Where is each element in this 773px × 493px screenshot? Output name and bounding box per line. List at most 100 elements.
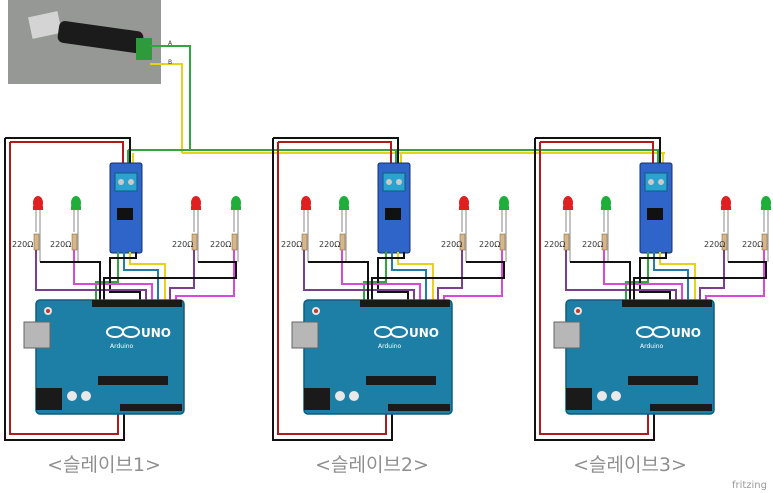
led-base	[601, 206, 611, 210]
slave-2-caption: <슬레이브2>	[315, 454, 429, 476]
arduino-infinity-logo	[122, 326, 140, 338]
led-base	[191, 206, 201, 210]
led-base	[231, 206, 241, 210]
led-base	[721, 206, 731, 210]
resistor-label: 220Ω	[479, 240, 501, 249]
led-signal-wire	[699, 250, 725, 302]
led-base	[761, 206, 771, 210]
capacitor	[597, 391, 607, 401]
usb-pin-b-label: B	[168, 59, 173, 66]
resistor	[499, 233, 506, 251]
module-ground-wire	[377, 252, 409, 302]
power-loop-wire	[539, 142, 649, 435]
ground-top-wire	[5, 137, 131, 165]
resistor-label: 220Ω	[544, 240, 566, 249]
arduino-brand-text: Arduino	[640, 343, 664, 350]
led-ground-wire	[40, 261, 101, 302]
led-base	[499, 206, 509, 210]
module-signal-wire	[653, 252, 689, 302]
resistor-label: 220Ω	[582, 240, 604, 249]
slave-3-caption: <슬레이브3>	[573, 454, 687, 476]
led-base	[301, 206, 311, 210]
terminal-screw	[386, 179, 392, 185]
ground-loop-wire	[272, 138, 393, 441]
bus-b-wire	[150, 63, 183, 153]
led-ground-wire	[308, 261, 369, 302]
resistor	[301, 233, 308, 251]
arduino-infinity-logo	[652, 326, 670, 338]
resistor-label: 220Ω	[281, 240, 303, 249]
led-base	[71, 206, 81, 210]
power-jack	[304, 388, 330, 410]
usb-terminal-block	[136, 38, 152, 60]
led-ground-wire	[633, 261, 767, 302]
arduino-brand-text: Arduino	[378, 343, 402, 350]
analog-header	[120, 404, 182, 411]
capacitor	[67, 391, 77, 401]
led-base	[339, 206, 349, 210]
led-signal-wire	[73, 250, 153, 302]
power-top-wire	[10, 141, 124, 165]
ground-top-wire	[535, 137, 661, 165]
resistor	[339, 233, 346, 251]
ground-loop-wire	[4, 138, 125, 441]
reset-button-cap	[46, 309, 50, 313]
usb-pin-a-label: A	[168, 40, 173, 47]
led-base	[33, 206, 43, 210]
usb-plug	[28, 11, 62, 39]
resistor-label: 220Ω	[50, 240, 72, 249]
analog-header	[388, 404, 450, 411]
power-top-wire	[540, 141, 654, 165]
atmega-chip	[366, 376, 436, 385]
rs485-terminal	[114, 172, 138, 192]
rs485-terminal	[644, 172, 668, 192]
power-loop-wire	[9, 142, 119, 435]
module-signal-wire	[95, 252, 119, 302]
rs485-chip	[385, 208, 401, 220]
usb-b-port	[291, 321, 319, 349]
bus-a-wire	[150, 45, 191, 150]
reset-button-cap	[314, 309, 318, 313]
module-signal-wire	[123, 252, 159, 302]
led-signal-wire	[175, 250, 235, 302]
led-signal-wire	[705, 250, 765, 302]
led-signal-wire	[565, 250, 677, 302]
capacitor	[81, 391, 91, 401]
module-signal-wire	[391, 252, 427, 302]
power-jack	[36, 388, 62, 410]
led-signal-wire	[443, 250, 503, 302]
uno-logo-text: UNO	[141, 326, 171, 340]
led-ground-wire	[103, 261, 237, 302]
uno-logo-text: UNO	[671, 326, 701, 340]
power-top-wire	[278, 141, 392, 165]
capacitor	[611, 391, 621, 401]
digital-header	[92, 300, 182, 307]
resistor	[231, 233, 238, 251]
led-ground-wire	[570, 261, 631, 302]
led-signal-wire	[35, 250, 147, 302]
led-signal-wire	[303, 250, 415, 302]
led-signal-wire	[603, 250, 683, 302]
ground-loop-wire	[534, 138, 655, 441]
terminal-screw	[658, 179, 664, 185]
usb-adapter-body	[57, 21, 144, 54]
analog-header	[650, 404, 712, 411]
led-base	[459, 206, 469, 210]
atmega-chip	[628, 376, 698, 385]
power-jack	[566, 388, 592, 410]
terminal-screw	[648, 179, 654, 185]
led-signal-wire	[341, 250, 421, 302]
ground-top-wire	[273, 137, 399, 165]
fritzing-watermark: fritzing	[731, 480, 767, 491]
module-ground-wire	[639, 252, 671, 302]
resistor-label: 220Ω	[12, 240, 34, 249]
rs485-chip	[117, 208, 133, 220]
terminal-screw	[128, 179, 134, 185]
usb-b-port	[553, 321, 581, 349]
resistor	[33, 233, 40, 251]
resistor	[71, 233, 78, 251]
